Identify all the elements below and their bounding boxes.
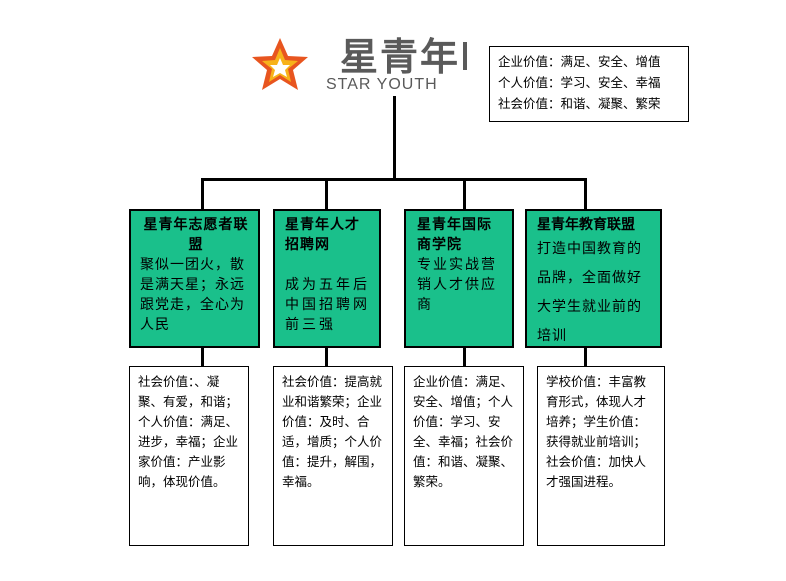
star-youth-logo: 星青年 STAR YOUTH <box>248 36 470 96</box>
branch-connector-1 <box>201 178 204 211</box>
values-text: 社会价值：提高就业和谐繁荣；企业价值：及时、合适，增质；个人价值：提升，解围，幸… <box>282 374 383 489</box>
values-text: 学校价值：丰富教育形式，体现人才培养；学生价值：获得就业前培训；社会价值：加快人… <box>546 374 647 489</box>
value-connector-4 <box>584 347 587 368</box>
branch-connector-2 <box>325 178 328 211</box>
value-connector-3 <box>463 347 466 368</box>
value-connector-1 <box>201 347 204 368</box>
trunk-connector <box>393 96 396 180</box>
value-connector-2 <box>325 347 328 368</box>
branch-description: 成为五年后中国招聘网前三强 <box>285 277 370 333</box>
value-line: 个人价值：学习、安全、幸福 <box>498 75 661 90</box>
branch-box-business-school: 星青年国际商学院 专业实战营销人才供应商 <box>404 209 514 348</box>
values-box-recruitment-site: 社会价值：提高就业和谐繁荣；企业价值：及时、合适，增质；个人价值：提升，解围，幸… <box>273 366 393 546</box>
values-text: 企业价值：满足、安全、增值；个人价值：学习、安全、幸福；社会价值：和谐、凝聚、繁… <box>413 374 514 489</box>
value-line: 企业价值：满足、安全、增值 <box>498 54 661 69</box>
branch-box-volunteer-alliance: 星青年志愿者联盟 聚似一团火，散是满天星；永远跟党走，全心为人民 <box>129 209 260 348</box>
logo-divider <box>463 42 467 70</box>
values-text: 社会价值：、凝聚、有爱，和谐；个人价值：满足、进步，幸福；企业家价值：产业影响，… <box>138 374 239 489</box>
star-logo-icon <box>252 38 308 90</box>
branch-description: 聚似一团火，散是满天星；永远跟党走，全心为人民 <box>140 257 245 333</box>
branch-box-recruitment-site: 星青年人才招聘网 成为五年后中国招聘网前三强 <box>273 209 381 348</box>
branch-title: 星青年国际商学院 <box>417 217 492 253</box>
horizontal-connector <box>201 178 586 181</box>
values-box-education-alliance: 学校价值：丰富教育形式，体现人才培养；学生价值：获得就业前培训；社会价值：加快人… <box>537 366 665 546</box>
value-line: 社会价值：和谐、凝聚、繁荣 <box>498 96 661 111</box>
logo-chinese-name: 星青年 <box>340 35 461 79</box>
values-box-business-school: 企业价值：满足、安全、增值；个人价值：学习、安全、幸福；社会价值：和谐、凝聚、繁… <box>404 366 524 546</box>
branch-connector-3 <box>463 178 466 211</box>
branch-description: 专业实战营销人才供应商 <box>417 257 497 313</box>
branch-connector-4 <box>584 178 587 211</box>
branch-title: 星青年志愿者联盟 <box>143 217 249 253</box>
branch-box-education-alliance: 星青年教育联盟 打造中国教育的品牌，全面做好大学生就业前的培训 <box>525 209 662 348</box>
logo-english-name: STAR YOUTH <box>326 76 438 93</box>
branch-title: 星青年教育联盟 <box>537 217 635 233</box>
branch-title: 星青年人才招聘网 <box>285 217 360 253</box>
values-box-volunteer-alliance: 社会价值：、凝聚、有爱，和谐；个人价值：满足、进步，幸福；企业家价值：产业影响，… <box>129 366 249 546</box>
branch-description: 打造中国教育的品牌，全面做好大学生就业前的培训 <box>537 241 642 344</box>
company-values-box: 企业价值：满足、安全、增值 个人价值：学习、安全、幸福 社会价值：和谐、凝聚、繁… <box>489 46 689 122</box>
